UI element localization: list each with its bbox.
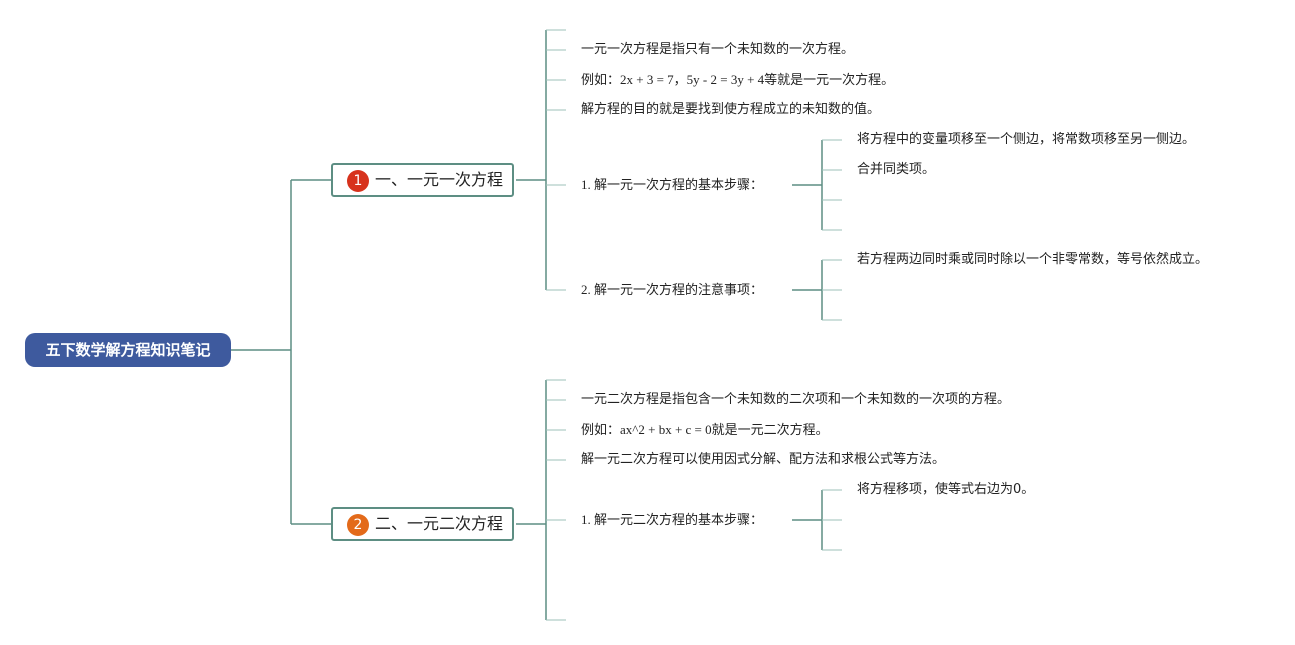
leaf-step-move-terms[interactable]: 将方程中的变量项移至一个侧边，将常数项移至另一侧边。: [857, 132, 1196, 147]
leaf-step-combine[interactable]: 合并同类项。: [857, 162, 936, 177]
branch-quadratic-equation[interactable]: 2 二、一元二次方程: [331, 507, 514, 541]
number-badge-1: 1: [347, 170, 369, 192]
leaf-note-multiply[interactable]: 若方程两边同时乘或同时除以一个非零常数，等号依然成立。: [857, 252, 1209, 267]
branch-title: 二、一元二次方程: [375, 514, 504, 533]
leaf-example[interactable]: 例如：ax^2 + bx + c = 0就是一元二次方程。: [581, 422, 829, 437]
leaf-step-move-terms[interactable]: 将方程移项，使等式右边为0。: [857, 482, 1035, 497]
branch-title: 一、一元一次方程: [375, 170, 504, 189]
leaf-steps[interactable]: 1. 解一元一次方程的基本步骤：: [581, 177, 764, 192]
number-badge-2: 2: [347, 514, 369, 536]
leaf-definition[interactable]: 一元一次方程是指只有一个未知数的一次方程。: [581, 42, 855, 57]
leaf-notes[interactable]: 2. 解一元一次方程的注意事项：: [581, 282, 764, 297]
leaf-example[interactable]: 例如：2x + 3 = 7，5y - 2 = 3y + 4等就是一元一次方程。: [581, 72, 895, 87]
leaf-definition[interactable]: 一元二次方程是指包含一个未知数的二次项和一个未知数的一次项的方程。: [581, 392, 1011, 407]
leaf-methods[interactable]: 解一元二次方程可以使用因式分解、配方法和求根公式等方法。: [581, 452, 946, 467]
leaf-steps[interactable]: 1. 解一元二次方程的基本步骤：: [581, 512, 764, 527]
leaf-goal[interactable]: 解方程的目的就是要找到使方程成立的未知数的值。: [581, 102, 881, 117]
branch-linear-equation[interactable]: 1 一、一元一次方程: [331, 163, 514, 197]
root-topic[interactable]: 五下数学解方程知识笔记: [25, 333, 231, 367]
